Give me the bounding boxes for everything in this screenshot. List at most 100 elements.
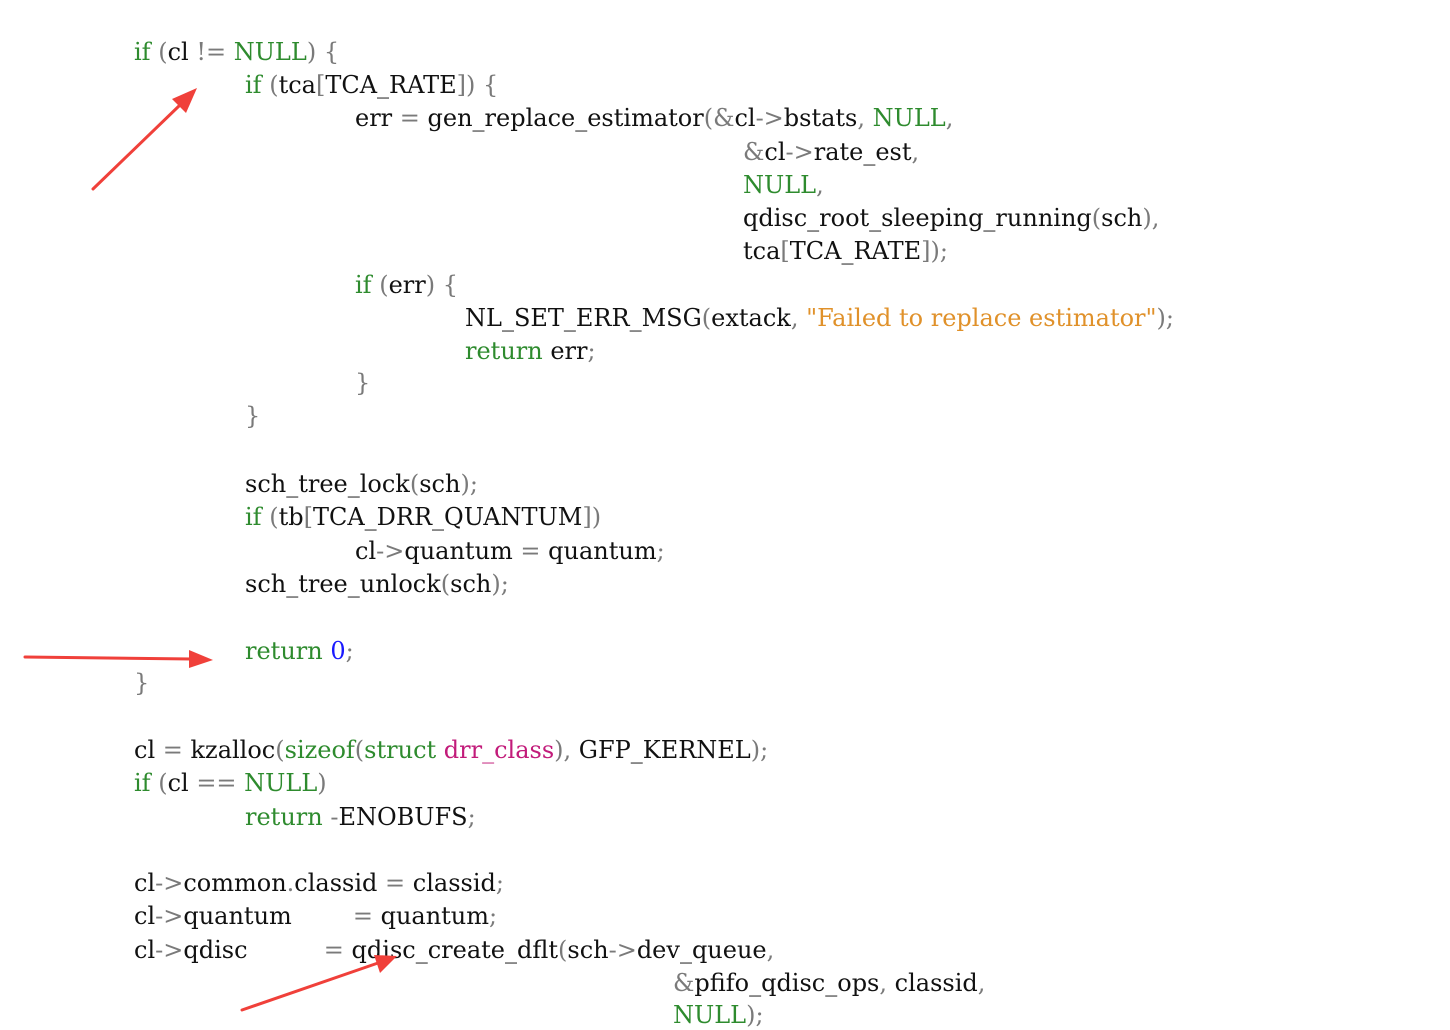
code-token: bstats <box>783 104 858 132</box>
code-token: err <box>355 104 393 132</box>
code-token: - <box>322 803 339 831</box>
code-token <box>436 736 444 764</box>
code-token: extack <box>711 304 791 332</box>
code-token: ]); <box>921 237 948 265</box>
code-token: -> <box>376 537 405 565</box>
code-token: sch <box>567 936 609 964</box>
code-token: ); <box>1156 304 1174 332</box>
code-token: } <box>245 402 261 430</box>
code-token: ( <box>150 769 168 797</box>
code-token: ( <box>440 570 451 598</box>
code-token: sch_tree_unlock <box>245 570 441 598</box>
code-line: } <box>134 668 149 698</box>
code-token: -> <box>155 936 184 964</box>
code-token: common <box>183 869 287 897</box>
code-token: return <box>245 637 323 665</box>
code-token: if <box>355 271 372 299</box>
code-token: quantum <box>404 537 513 565</box>
code-token: ); <box>460 470 478 498</box>
code-token: ), <box>1142 204 1160 232</box>
code-token: sch <box>419 470 461 498</box>
code-token: = <box>377 869 413 897</box>
code-token: } <box>134 669 150 697</box>
code-line: cl = kzalloc(sizeof(struct drr_class), G… <box>134 735 768 765</box>
code-token: [ <box>780 237 790 265</box>
code-token: ) <box>306 38 317 66</box>
code-line: sch_tree_lock(sch); <box>245 469 478 499</box>
code-token: cl <box>134 902 156 930</box>
code-token: sizeof <box>284 736 355 764</box>
code-line: if (err) { <box>355 270 458 300</box>
code-token: cl <box>734 104 756 132</box>
code-token: -> <box>155 902 184 930</box>
code-token: -> <box>155 869 184 897</box>
code-token: if <box>245 71 262 99</box>
code-token: TCA_RATE <box>789 237 922 265</box>
code-token: quantum <box>183 902 292 930</box>
code-token: qdisc <box>183 936 248 964</box>
code-token: ; <box>656 537 665 565</box>
code-token: quantum <box>380 902 490 930</box>
code-token: ) <box>317 769 327 797</box>
code-token: GFP_KERNEL <box>578 736 751 764</box>
code-token: ; <box>489 902 498 930</box>
code-token: , <box>977 969 986 997</box>
code-token: ]) <box>456 71 476 99</box>
code-token: cl <box>167 38 189 66</box>
code-line: NULL, <box>743 170 824 200</box>
code-token: = <box>155 736 191 764</box>
code-token: tca <box>743 237 781 265</box>
code-token: return <box>245 803 323 831</box>
code-token: . <box>286 869 295 897</box>
code-token: = <box>291 902 381 930</box>
code-token: , <box>879 969 895 997</box>
code-token: ; <box>345 637 354 665</box>
code-line: qdisc_root_sleeping_running(sch), <box>743 203 1159 233</box>
code-token: qdisc_root_sleeping_running <box>743 204 1092 232</box>
code-token: , <box>766 936 775 964</box>
code-token: drr_class <box>443 736 555 764</box>
code-token: ); <box>491 570 509 598</box>
code-token: { <box>435 271 458 299</box>
code-token: gen_replace_estimator <box>427 104 704 132</box>
code-line: tca[TCA_RATE]); <box>743 236 948 266</box>
code-token: { <box>475 71 499 99</box>
code-token: cl <box>764 138 786 166</box>
code-token: ( <box>261 71 279 99</box>
code-token: != <box>188 38 234 66</box>
code-token: NULL <box>673 1001 747 1029</box>
code-token: NULL <box>872 104 946 132</box>
code-line: return 0; <box>245 636 354 666</box>
code-token: -> <box>785 138 814 166</box>
code-line: &pfifo_qdisc_ops, classid, <box>673 968 985 998</box>
code-token: == <box>188 769 245 797</box>
code-token: struct <box>364 736 437 764</box>
code-token: { <box>316 38 340 66</box>
code-line: err = gen_replace_estimator(&cl->bstats,… <box>355 103 953 133</box>
code-token: if <box>134 769 151 797</box>
code-token: cl <box>134 736 156 764</box>
code-token: return <box>465 337 543 365</box>
code-token: (& <box>703 104 735 132</box>
code-token: , <box>816 171 824 199</box>
code-token: err <box>542 337 588 365</box>
code-token: err <box>388 271 426 299</box>
code-token: ENOBUFS <box>338 803 468 831</box>
code-token: cl <box>167 769 189 797</box>
code-token: ( <box>558 936 568 964</box>
code-token: -> <box>608 936 637 964</box>
code-token: = <box>247 936 352 964</box>
code-token: TCA_RATE <box>325 71 457 99</box>
code-token: ); <box>746 1001 764 1029</box>
code-token: ( <box>261 503 279 531</box>
code-token: NULL <box>743 171 817 199</box>
code-token: -> <box>755 104 784 132</box>
code-line: cl->quantum = quantum; <box>134 901 497 931</box>
code-token: , <box>945 104 954 132</box>
code-token: classid <box>294 869 378 897</box>
code-line: cl->qdisc = qdisc_create_dflt(sch->dev_q… <box>134 935 774 965</box>
code-line: if (tca[TCA_RATE]) { <box>245 70 498 100</box>
code-token: ( <box>150 38 168 66</box>
code-line: &cl->rate_est, <box>743 137 919 167</box>
code-token: = <box>512 537 549 565</box>
